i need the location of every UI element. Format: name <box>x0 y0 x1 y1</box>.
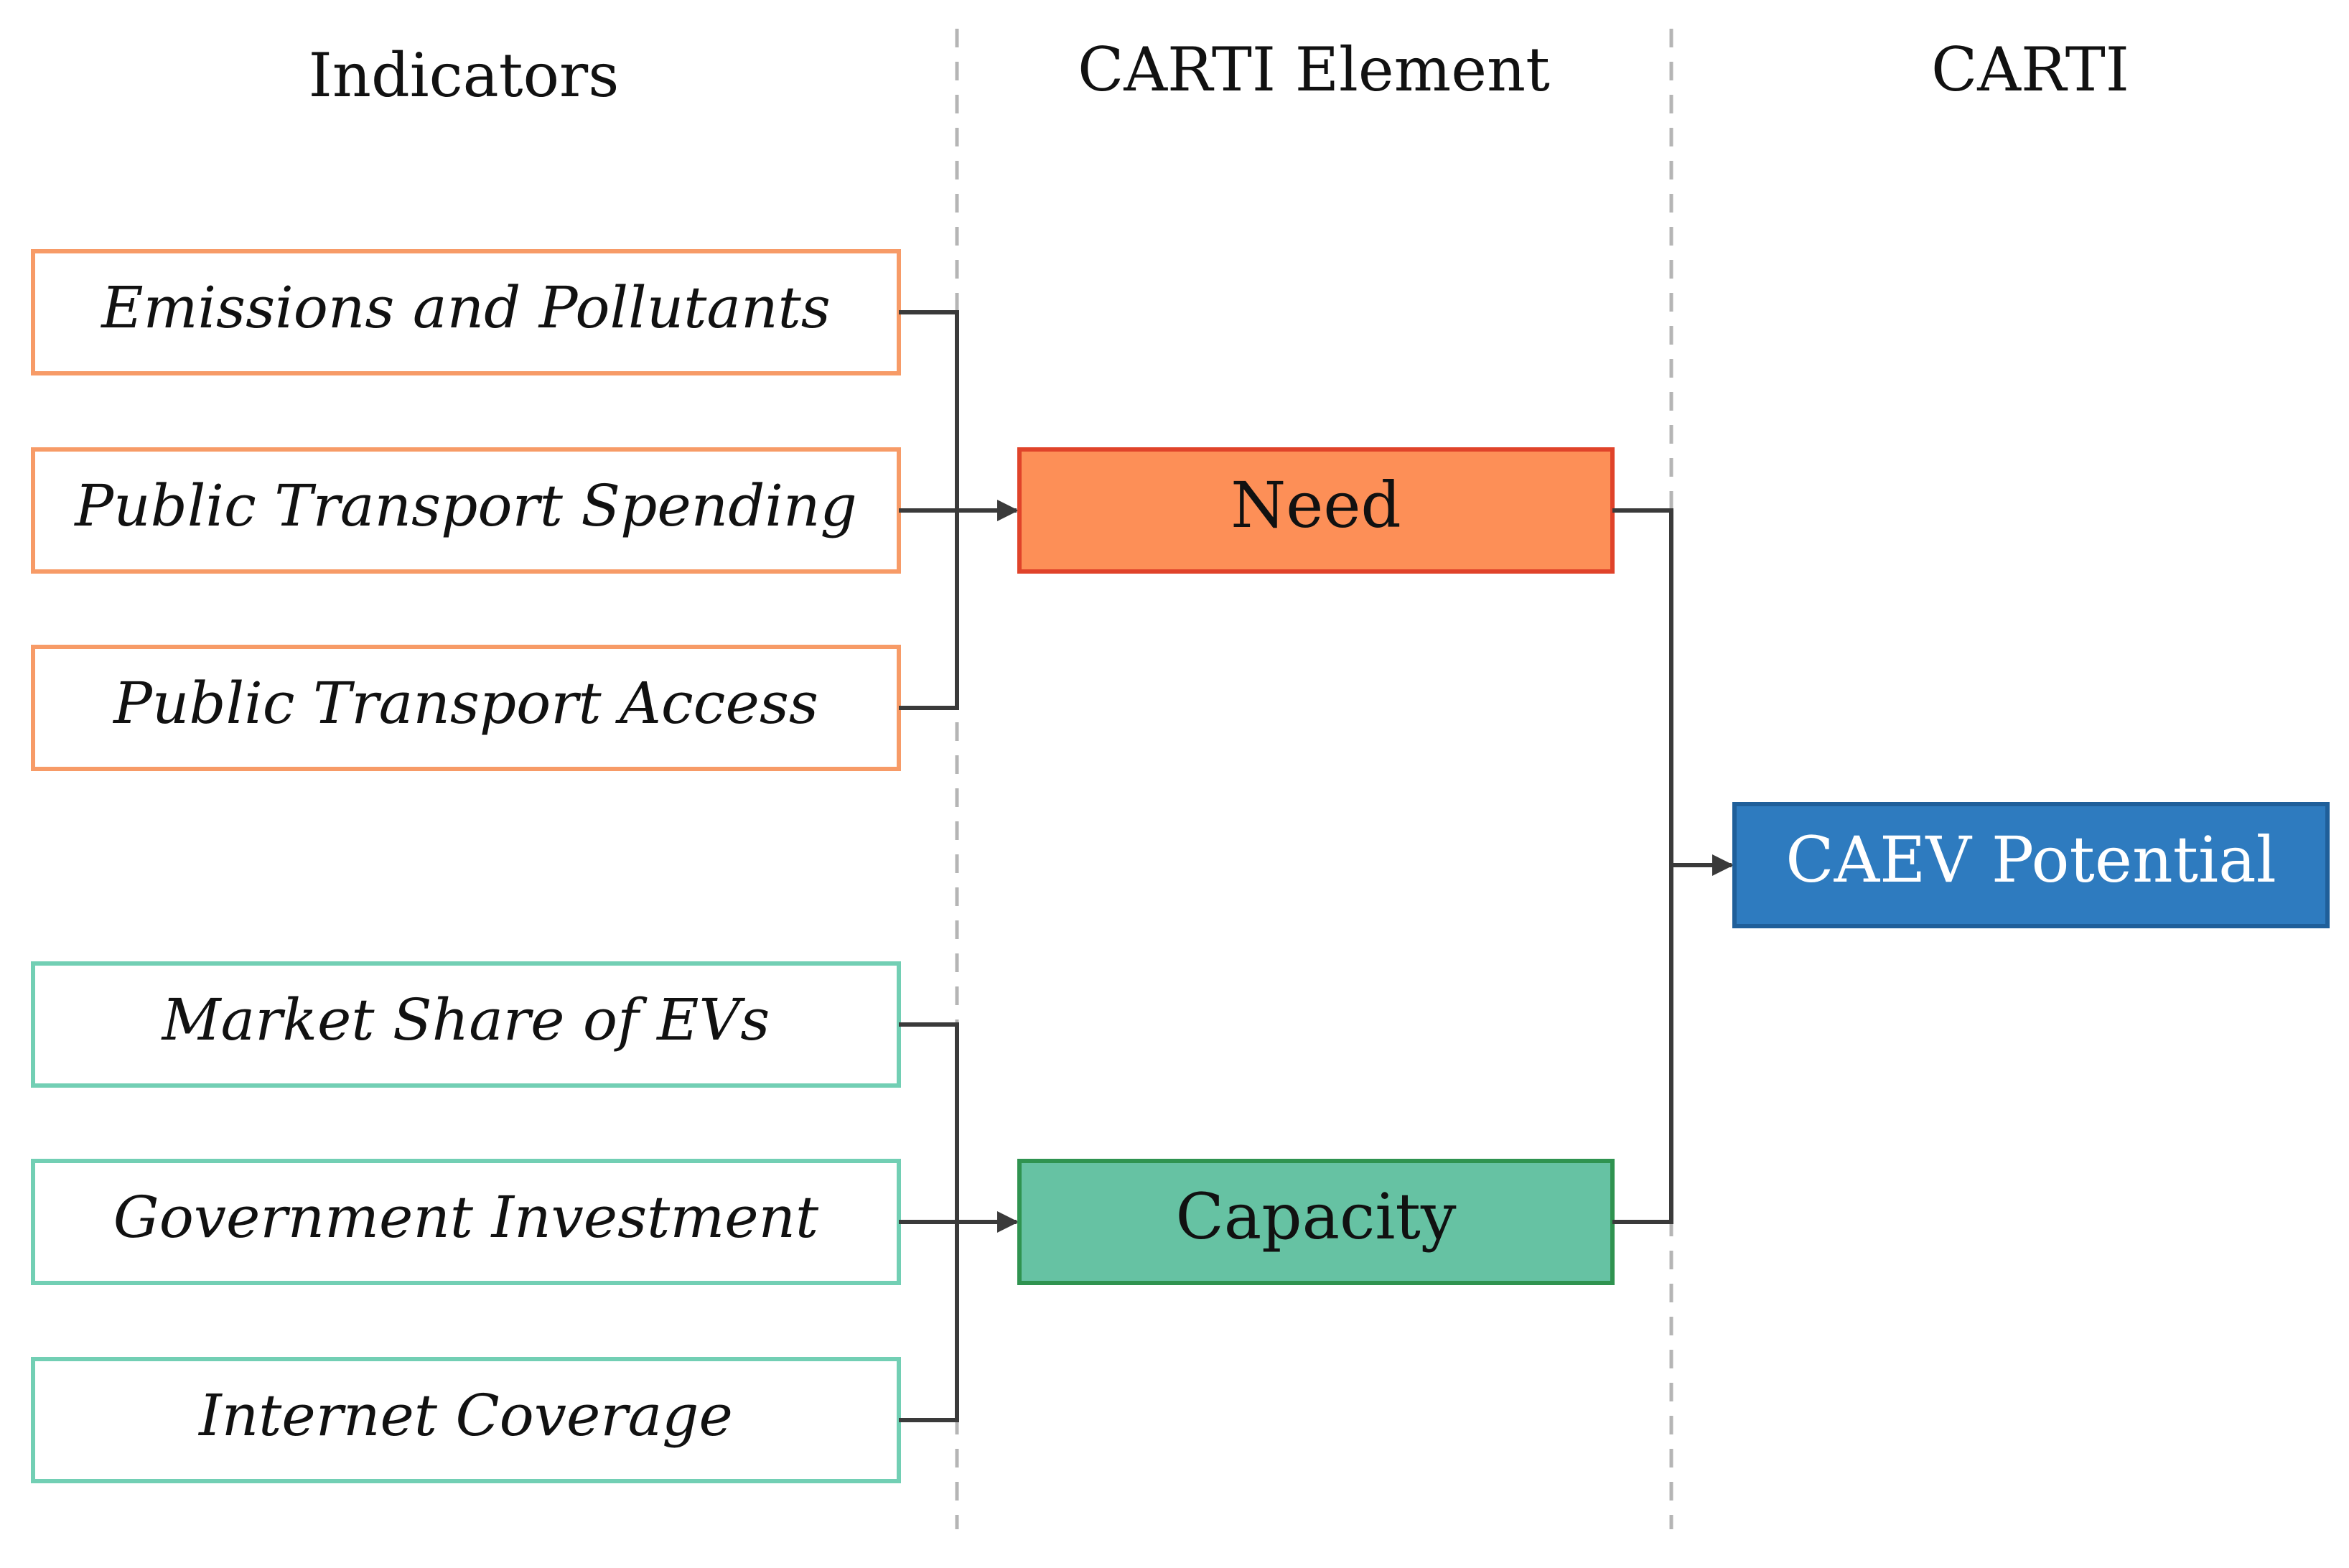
element-need-label: Need <box>1230 468 1401 542</box>
result-label: CAEV Potential <box>1785 823 2276 897</box>
indicator-public-transport-spending: Public Transport Spending <box>31 447 901 574</box>
indicator-label: Emissions and Pollutants <box>100 274 831 341</box>
indicator-label: Public Transport Spending <box>73 472 856 539</box>
capacity-connectors <box>899 1022 1019 1422</box>
need-connectors <box>899 310 1019 710</box>
element-capacity: Capacity <box>1017 1159 1615 1285</box>
connector-line <box>1612 508 1673 1224</box>
indicator-box <box>31 447 901 574</box>
result-caev-potential: CAEV Potential <box>1732 802 2330 928</box>
indicator-label: Internet Coverage <box>197 1382 733 1449</box>
indicator-label: Market Share of EVs <box>161 986 770 1053</box>
indicator-box <box>31 645 901 771</box>
indicator-government-investment: Government Investment <box>31 1159 901 1285</box>
element-need: Need <box>1017 447 1615 574</box>
header-carti-element: CARTI Element <box>1078 34 1550 105</box>
result-connectors <box>1612 508 1734 1224</box>
header-carti: CARTI <box>1931 34 2129 105</box>
indicator-box <box>31 249 901 375</box>
element-capacity-label: Capacity <box>1175 1180 1456 1254</box>
indicator-label: Public Transport Access <box>112 670 818 737</box>
indicator-box <box>31 1357 901 1483</box>
header-indicators: Indicators <box>309 40 620 111</box>
indicator-box <box>31 1159 901 1285</box>
indicator-internet-coverage: Internet Coverage <box>31 1357 901 1483</box>
result-box <box>1732 802 2330 928</box>
indicator-market-share-of-evs: Market Share of EVs <box>31 961 901 1088</box>
indicator-public-transport-access: Public Transport Access <box>31 645 901 771</box>
indicator-emissions-and-pollutants: Emissions and Pollutants <box>31 249 901 375</box>
indicator-label: Government Investment <box>113 1184 819 1251</box>
